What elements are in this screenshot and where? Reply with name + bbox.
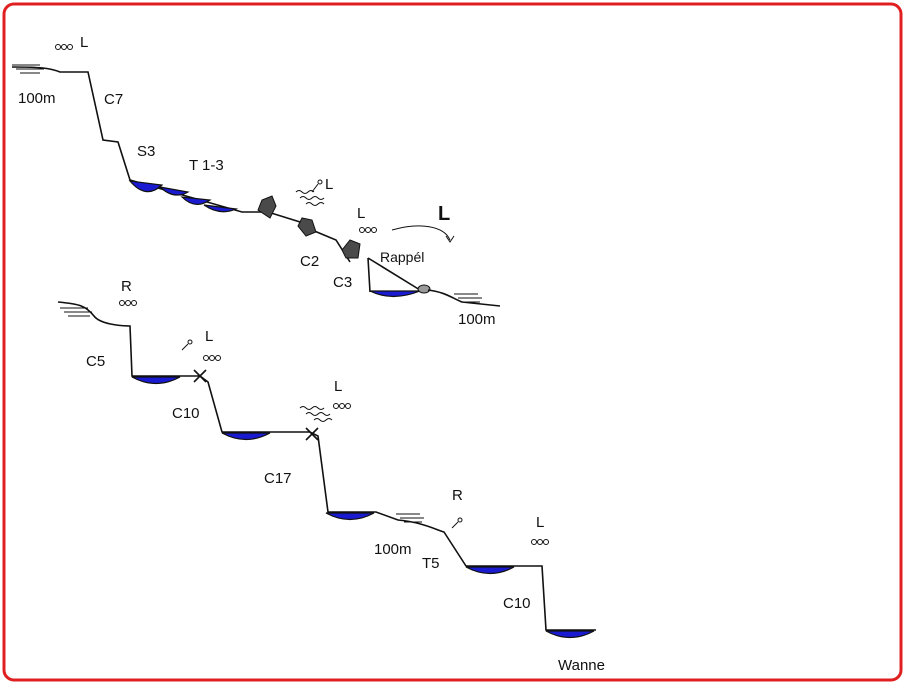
pool-2 bbox=[158, 186, 190, 196]
label-l-ring: L bbox=[357, 205, 365, 222]
pool-b2 bbox=[221, 432, 271, 441]
label-height-bottom: 100m bbox=[374, 541, 412, 558]
anchor-rings-b4 bbox=[531, 539, 549, 545]
label-c7: C7 bbox=[104, 91, 123, 108]
label-start-height: 100m bbox=[18, 90, 56, 107]
label-c10a: C10 bbox=[172, 405, 200, 422]
piton-symbol-top bbox=[311, 179, 323, 193]
piton-symbol-b1 bbox=[181, 339, 193, 351]
rappel-arrow-head bbox=[445, 235, 455, 243]
label-t5: T5 bbox=[422, 555, 440, 572]
wavy-line-top-3 bbox=[305, 202, 325, 206]
label-r-start: R bbox=[121, 278, 132, 295]
bottom-section: R C5 L C10 L C17 100m R T5 L C10 Wanne bbox=[57, 278, 605, 674]
label-wanne: Wanne bbox=[558, 657, 605, 674]
pool-b5 bbox=[545, 630, 595, 639]
label-l2: L bbox=[334, 378, 342, 395]
label-l-bold: L bbox=[438, 203, 450, 225]
label-s3: S3 bbox=[137, 143, 155, 160]
water-symbol-start bbox=[12, 64, 44, 74]
anchor-rings-b2 bbox=[203, 355, 221, 361]
anchor-rings-2 bbox=[359, 227, 377, 233]
label-rappel: Rappél bbox=[380, 249, 424, 265]
anchor-rings-b1 bbox=[119, 300, 137, 306]
rock-3 bbox=[341, 239, 361, 259]
rappel-arrow bbox=[391, 225, 451, 241]
label-c3: C3 bbox=[333, 274, 352, 291]
water-symbol-end bbox=[454, 293, 482, 303]
piton-symbol-b2 bbox=[451, 517, 463, 529]
x-mark-2 bbox=[305, 427, 319, 441]
water-symbol-bottom-start bbox=[60, 307, 92, 317]
pool-1 bbox=[128, 180, 164, 193]
label-l3: L bbox=[536, 514, 544, 531]
wavy-line-top-1 bbox=[295, 190, 315, 194]
pool-b1 bbox=[131, 376, 181, 385]
label-end-height: 100m bbox=[458, 311, 496, 328]
pool-b3 bbox=[325, 512, 375, 521]
rock-1 bbox=[257, 195, 277, 219]
pool-b4 bbox=[465, 566, 515, 575]
water-symbol-bottom-mid bbox=[396, 513, 424, 523]
pool-5 bbox=[369, 290, 421, 298]
label-r2: R bbox=[452, 487, 463, 504]
label-l-mid: L bbox=[325, 176, 333, 193]
label-c5: C5 bbox=[86, 353, 105, 370]
pool-3 bbox=[180, 196, 212, 205]
top-section: 100m L C7 S3 T 1-3 L L L C2 C3 Rappél 10… bbox=[11, 34, 501, 328]
top-profile-line bbox=[11, 66, 351, 263]
anchor-rings-1 bbox=[55, 44, 73, 50]
label-c10b: C10 bbox=[503, 595, 531, 612]
bottom-profile-line bbox=[57, 301, 596, 631]
anchor-rings-b3 bbox=[333, 403, 351, 409]
x-mark-1 bbox=[193, 369, 207, 383]
rock-4 bbox=[417, 284, 431, 294]
label-t13: T 1-3 bbox=[189, 157, 224, 174]
top-exit-line bbox=[427, 289, 501, 307]
pool-4 bbox=[203, 204, 239, 213]
wavy-line-b1 bbox=[299, 406, 325, 410]
rock-2 bbox=[297, 217, 317, 237]
top-final-drop bbox=[367, 257, 421, 293]
label-c2: C2 bbox=[300, 253, 319, 270]
label-l-start: L bbox=[80, 34, 88, 51]
label-l1: L bbox=[205, 328, 213, 345]
wavy-line-b3 bbox=[313, 418, 333, 422]
wavy-line-top-2 bbox=[299, 196, 325, 200]
label-c17: C17 bbox=[264, 470, 292, 487]
wavy-line-b2 bbox=[305, 412, 331, 416]
